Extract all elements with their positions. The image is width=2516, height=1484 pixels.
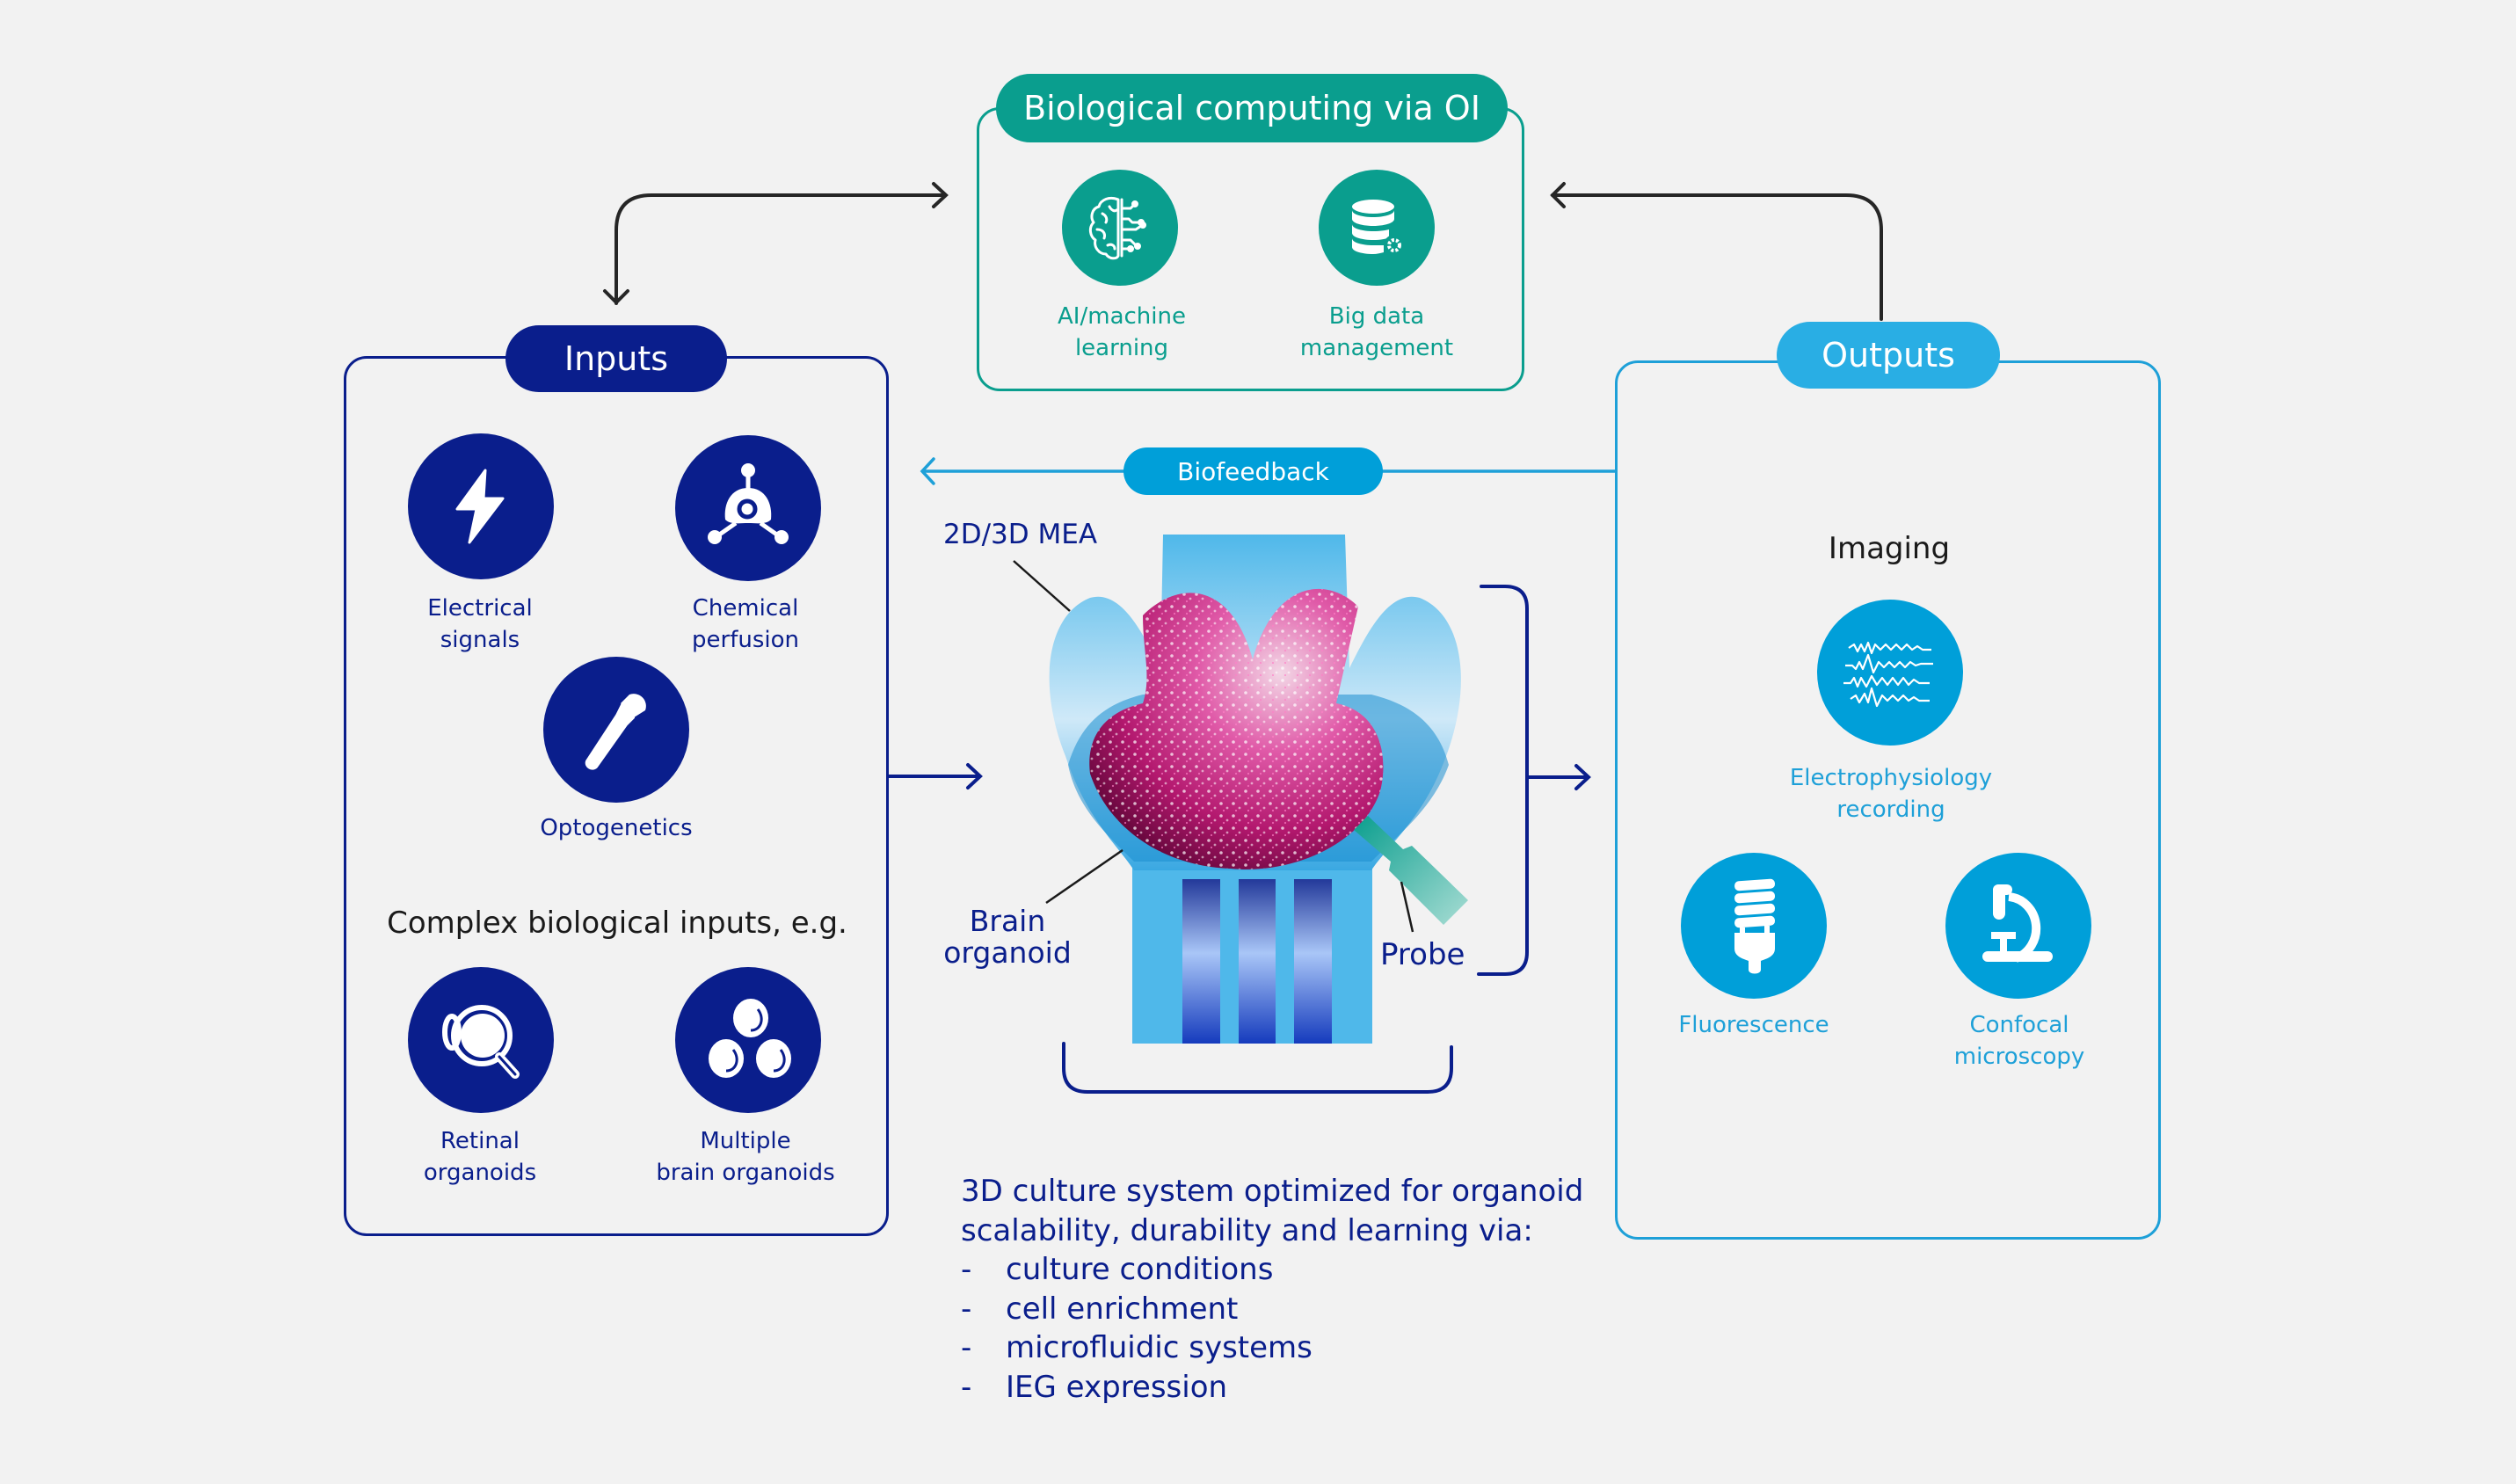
molecule-icon [708, 463, 789, 544]
ai-ml-label: AI/machine learning [1058, 301, 1186, 364]
flashlight-icon [585, 694, 646, 770]
computing-panel-title: Biological computing via OI [996, 74, 1508, 142]
label-line: perfusion [692, 627, 799, 653]
complex-inputs-heading: Complex biological inputs, e.g. [387, 906, 847, 941]
multiple-organoids-icon-circle [675, 967, 821, 1113]
big-data-label: Big data management [1300, 301, 1453, 364]
bullet-text: IEG expression [1006, 1369, 1228, 1405]
bullet-item: -cell enrichment [961, 1290, 1583, 1329]
electrophysiology-label: Electrophysiology recording [1790, 762, 1992, 826]
computing-title-text: Biological computing via OI [1023, 89, 1480, 127]
inputs-to-computing-arrow [603, 182, 949, 305]
label-line: management [1299, 335, 1454, 361]
inputs-panel-title: Inputs [505, 325, 727, 392]
label-line: recording [1836, 797, 1945, 823]
outputs-panel-title: Outputs [1777, 322, 2000, 389]
lightning-bolt-icon [455, 469, 505, 544]
mea-label: 2D/3D MEA [943, 519, 1098, 550]
probe [1354, 816, 1468, 925]
label-line: brain organoids [656, 1160, 835, 1186]
electrical-signals-label: Electrical signals [427, 593, 533, 656]
cells-icon [709, 999, 791, 1078]
channel [1182, 879, 1220, 1044]
label-line: Retinal [440, 1128, 520, 1154]
fluorescence-icon-circle [1681, 853, 1827, 999]
inputs-title-text: Inputs [564, 339, 669, 378]
brain-organoid [1089, 588, 1384, 869]
bullet-dash: - [961, 1330, 972, 1365]
label-line: signals [440, 627, 520, 653]
retinal-icon-circle [408, 967, 554, 1113]
outputs-to-computing-arrow [1550, 182, 1883, 321]
bullet-item: -IEG expression [961, 1368, 1583, 1408]
bullet-text: cell enrichment [1006, 1291, 1239, 1327]
bullet-dash: - [961, 1369, 972, 1405]
device-to-outputs-bracket [1477, 585, 1591, 976]
probe-label: Probe [1380, 937, 1465, 972]
chemical-perfusion-label: Chemical perfusion [692, 593, 799, 656]
mea-leader-line [1013, 560, 1071, 612]
device-bottom-bracket [1062, 1042, 1453, 1094]
label-line: Electrophysiology [1789, 765, 1993, 791]
label-line: organoid [943, 935, 1072, 970]
channel [1239, 879, 1276, 1044]
label-line: Electrical [427, 595, 533, 622]
optogenetics-label: Optogenetics [540, 812, 692, 844]
label-line: Confocal [1969, 1012, 2069, 1038]
channel [1294, 879, 1332, 1044]
description-line: 3D culture system optimized for organoid [961, 1174, 1584, 1209]
bullet-text: culture conditions [1006, 1252, 1274, 1287]
label-line: learning [1074, 335, 1169, 361]
label-line: Chemical [692, 595, 799, 622]
imaging-heading: Imaging [1828, 531, 1951, 566]
waveform-icon [1843, 641, 1933, 708]
biofeedback-text: Biofeedback [1177, 456, 1329, 486]
retinal-organoids-label: Retinal organoids [424, 1125, 536, 1189]
label-line: Brain [969, 904, 1046, 938]
electrophysiology-icon-circle [1817, 600, 1963, 746]
label-line: organoids [423, 1160, 537, 1186]
label-line: AI/machine [1058, 303, 1186, 330]
bullet-dash: - [961, 1291, 972, 1327]
culture-system-description: 3D culture system optimized for organoid… [961, 1172, 1583, 1407]
electrical-icon-circle [408, 433, 554, 579]
bulb-icon [1734, 878, 1776, 974]
label-line: microscopy [1953, 1044, 2085, 1070]
microscope-icon [1982, 884, 2053, 963]
biofeedback-pill: Biofeedback [1123, 447, 1383, 495]
outputs-title-text: Outputs [1822, 336, 1955, 375]
database-gear-icon [1352, 200, 1405, 256]
label-line: Fluorescence [1678, 1012, 1829, 1038]
inputs-to-device-arrow [887, 763, 983, 789]
brain-organoid-label: Brain organoid [943, 906, 1072, 969]
brain-circuit-icon [1088, 196, 1146, 260]
multiple-brain-organoids-label: Multiple brain organoids [656, 1125, 834, 1189]
label-line: Big data [1328, 303, 1425, 330]
chemical-icon-circle [675, 435, 821, 581]
confocal-icon-circle [1945, 853, 2091, 999]
fluorescence-label: Fluorescence [1678, 1009, 1829, 1041]
bullet-text: microfluidic systems [1006, 1330, 1313, 1365]
ai-ml-icon-circle [1062, 170, 1178, 286]
eye-icon [442, 1005, 520, 1079]
description-line: scalability, durability and learning via… [961, 1212, 1533, 1248]
bullet-dash: - [961, 1252, 972, 1287]
label-line: Multiple [700, 1128, 791, 1154]
probe-leader-line [1400, 881, 1414, 933]
label-line: Optogenetics [540, 815, 693, 841]
confocal-microscopy-label: Confocal microscopy [1954, 1009, 2085, 1073]
optogenetics-icon-circle [543, 657, 689, 803]
bullet-item: -culture conditions [961, 1250, 1583, 1290]
bullet-item: -microfluidic systems [961, 1328, 1583, 1368]
big-data-icon-circle [1319, 170, 1435, 286]
organoid-leader-line [1045, 848, 1123, 905]
